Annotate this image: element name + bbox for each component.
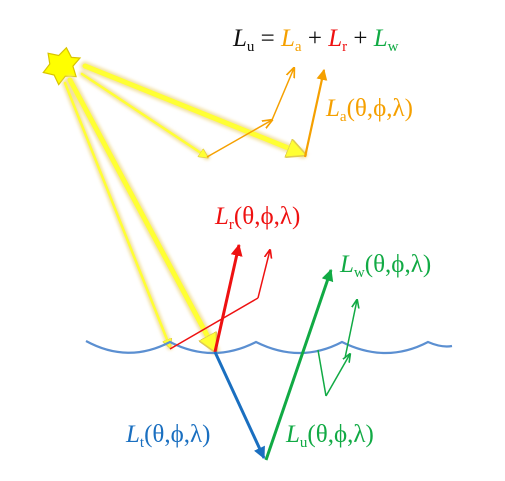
- upwelling-radiance-label: Lu(θ,ϕ,λ): [286, 421, 374, 451]
- sun-icon: [42, 46, 82, 86]
- water-surface-wave: [85, 340, 453, 355]
- transmitted-radiance-label: Lt(θ,ϕ,λ): [126, 421, 211, 451]
- equation-term-a-symbol: L: [281, 25, 295, 52]
- ray-to-aerosol-small: [80, 72, 207, 157]
- equation-lhs-symbol: L: [233, 25, 247, 52]
- equation-equals: =: [254, 25, 282, 52]
- equation-term-a-sub: a: [294, 39, 302, 55]
- reflected-radiance-label: Lr(θ,ϕ,λ): [215, 203, 301, 233]
- radiance-equation: Lu = La + Lr + Lw: [233, 26, 398, 55]
- sun-rays: [63, 63, 303, 350]
- equation-lhs-sub: u: [246, 39, 255, 55]
- equation-term-r-symbol: L: [328, 25, 343, 52]
- equation-term-w-symbol: L: [373, 25, 388, 52]
- ray-to-surface-small: [63, 81, 170, 347]
- water-leaving-arrows: [264, 268, 357, 461]
- ray-to-aerosol-main: [82, 63, 303, 154]
- water-leaving-radiance-label: Lw(θ,ϕ,λ): [340, 251, 432, 281]
- reflected-arrows: [169, 243, 270, 353]
- aerosol-scatter-arrows: [206, 68, 328, 158]
- ray-to-surface-main: [67, 77, 215, 350]
- equation-term-w-sub: w: [387, 39, 399, 55]
- equation-term-r-sub: r: [342, 39, 348, 55]
- equation-plus-1: +: [301, 25, 329, 52]
- equation-plus-2: +: [347, 25, 374, 52]
- aerosol-radiance-label: La(θ,ϕ,λ): [326, 95, 413, 125]
- transmitted-arrow: [213, 351, 266, 460]
